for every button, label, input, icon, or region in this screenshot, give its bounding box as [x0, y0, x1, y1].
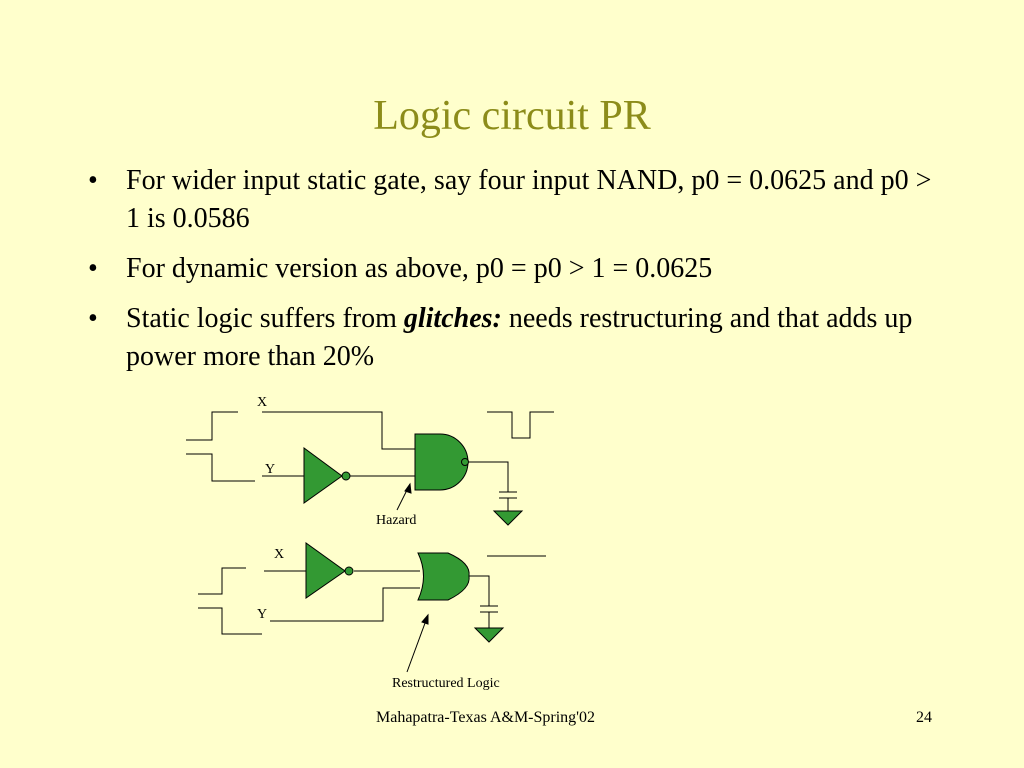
or-gate: [417, 552, 470, 601]
and-output-wire: [467, 461, 509, 492]
bullet-list: • For wider input static gate, say four …: [88, 162, 948, 388]
restructured-arrow: [406, 614, 429, 673]
page-number: 24: [916, 709, 932, 726]
bullet-item: • For dynamic version as above, p0 = p0 …: [88, 250, 948, 288]
x-input-waveform: [186, 411, 238, 441]
bullet-item: • Static logic suffers from glitches: ne…: [88, 300, 948, 376]
bullet-text: For wider input static gate, say four in…: [126, 165, 932, 234]
hazard-arrowhead: [404, 482, 412, 494]
bullet-text-pre: Static logic suffers from: [126, 303, 404, 334]
and-output-bubble: [461, 458, 469, 466]
and-gate: [414, 433, 469, 491]
y-wire: [270, 587, 420, 622]
bullet-text: For dynamic version as above, p0 = p0 > …: [126, 253, 713, 284]
hazard-label: Hazard: [376, 513, 416, 528]
x-wire: [262, 411, 415, 450]
inverter-bubble: [344, 566, 354, 576]
bullet-item: • For wider input static gate, say four …: [88, 162, 948, 238]
ground-icon: [492, 510, 524, 526]
bottom-y-label: Y: [257, 607, 267, 622]
inverter-bubble: [341, 471, 351, 481]
top-y-label: Y: [265, 462, 275, 477]
output-waveform: [487, 411, 554, 439]
bullet-icon: •: [88, 165, 98, 196]
slide-footer: Mahapatra-Texas A&M-Spring'02: [376, 709, 596, 726]
bullet-icon: •: [88, 303, 98, 334]
y-input-waveform: [198, 607, 262, 635]
restructured-label: Restructured Logic: [392, 676, 500, 691]
bullet-text-post: needs restructuring and that adds up pow…: [126, 303, 913, 372]
slide-title: Logic circuit PR: [373, 93, 651, 139]
inverter-gate: [303, 447, 343, 504]
inverter-gate: [305, 542, 346, 599]
bottom-x-label: X: [274, 547, 284, 562]
or-output-wire: [469, 575, 490, 606]
ground-icon: [473, 627, 505, 643]
top-x-label: X: [257, 395, 267, 410]
bullet-emphasis: glitches:: [403, 303, 502, 334]
y-input-waveform: [186, 453, 255, 482]
x-input-waveform: [198, 567, 246, 595]
restructured-arrowhead: [421, 613, 429, 625]
bullet-icon: •: [88, 253, 98, 284]
